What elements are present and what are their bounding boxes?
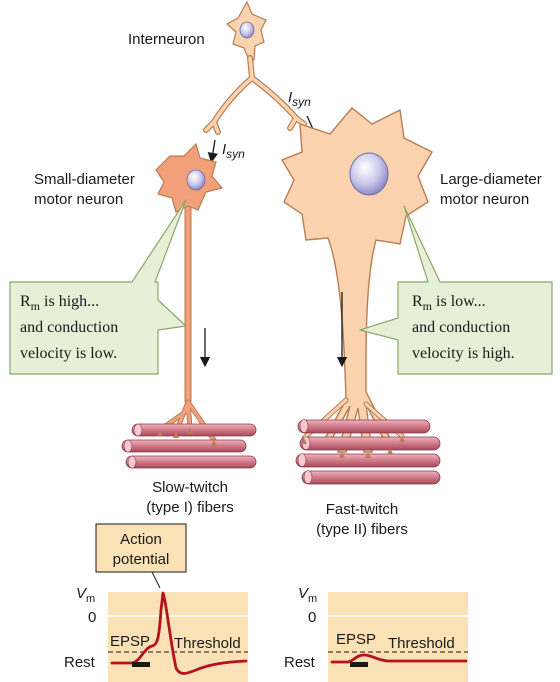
trace-left bbox=[110, 591, 248, 675]
callout-right: Rm is low... and conduction velocity is … bbox=[359, 205, 553, 375]
stimulus-bar-left bbox=[132, 662, 150, 667]
slow-twitch-label-line2: (type I) fibers bbox=[146, 499, 234, 516]
callout-left-line1: Rm is high... bbox=[20, 293, 99, 313]
graph-right: EPSP Threshold bbox=[328, 592, 468, 682]
fast-twitch-fibers bbox=[295, 419, 441, 485]
svg-text:potential: potential bbox=[113, 551, 170, 568]
vm-label-left: Vm bbox=[76, 585, 95, 605]
large-motor-nucleus bbox=[349, 152, 389, 196]
small-motor-label-line2: motor neuron bbox=[34, 191, 123, 208]
slow-twitch-fibers bbox=[121, 423, 257, 469]
isyn-arrow-small bbox=[207, 139, 218, 164]
interneuron-cell bbox=[203, 0, 307, 135]
large-motor-label-line2: motor neuron bbox=[440, 191, 529, 208]
isyn-label-large: Isyn bbox=[288, 89, 311, 109]
large-motor-neuron bbox=[280, 107, 433, 453]
small-motor-nucleus bbox=[186, 169, 206, 191]
callout-left-line2: and conduction bbox=[20, 319, 118, 336]
zero-label-right: 0 bbox=[308, 609, 316, 626]
graph-left: EPSP Threshold bbox=[108, 591, 248, 682]
epsp-label-right: EPSP bbox=[336, 631, 376, 648]
small-motor-label-line1: Small-diameter bbox=[34, 171, 135, 188]
zero-label-left: 0 bbox=[88, 609, 96, 626]
large-motor-label-line1: Large-diameter bbox=[440, 171, 542, 188]
stimulus-bar-right bbox=[350, 662, 368, 667]
action-potential-box: Action potential bbox=[95, 523, 187, 589]
callout-left-line3: velocity is low. bbox=[20, 345, 117, 362]
rest-label-right: Rest bbox=[284, 654, 316, 671]
vm-label-right: Vm bbox=[298, 585, 317, 605]
isyn-label-small: Isyn bbox=[222, 141, 245, 161]
interneuron-nucleus bbox=[239, 21, 255, 39]
callout-right-line2: and conduction bbox=[412, 319, 510, 336]
threshold-label-right: Threshold bbox=[388, 635, 455, 652]
callout-right-line1: Rm is low... bbox=[412, 293, 486, 313]
threshold-label-left: Threshold bbox=[174, 635, 241, 652]
callout-left: Rm is high... and conduction velocity is… bbox=[9, 199, 187, 375]
trace-right bbox=[330, 653, 468, 664]
callout-right-line3: velocity is high. bbox=[412, 345, 515, 362]
rest-label-left: Rest bbox=[64, 654, 96, 671]
small-motor-neuron bbox=[155, 142, 224, 443]
epsp-label-left: EPSP bbox=[110, 633, 150, 650]
svg-text:Action: Action bbox=[120, 531, 162, 548]
fast-twitch-label-line1: Fast-twitch bbox=[326, 501, 399, 518]
slow-twitch-label-line1: Slow-twitch bbox=[152, 479, 228, 496]
fast-twitch-label-line2: (type II) fibers bbox=[316, 521, 408, 538]
interneuron-label: Interneuron bbox=[128, 31, 205, 48]
